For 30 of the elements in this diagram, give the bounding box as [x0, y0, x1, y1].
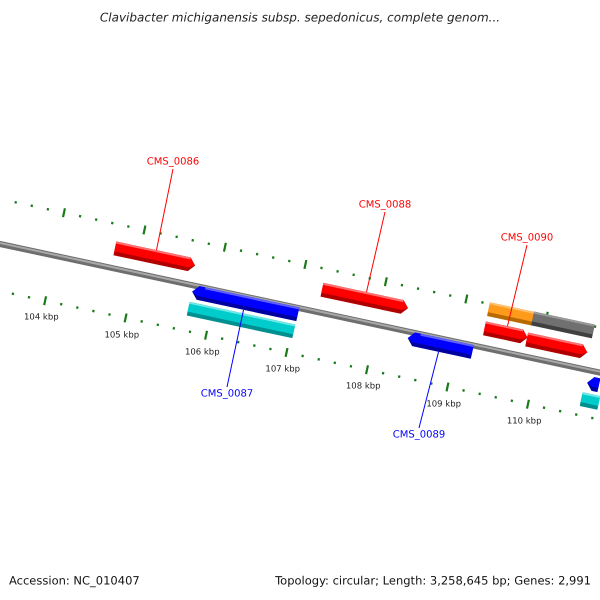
- gene-label: CMS_0086: [146, 156, 200, 168]
- tick-label: 108 kbp: [346, 382, 381, 392]
- gene-block: [587, 377, 600, 392]
- footer-text: Accession: NC_010407: [9, 574, 140, 588]
- tick-label: 106 kbp: [184, 348, 220, 358]
- leader-line: [418, 351, 440, 428]
- tick-label: 105 kbp: [104, 330, 140, 340]
- gene-label: CMS_0089: [392, 430, 446, 440]
- tick-label: 110 kbp: [506, 417, 542, 426]
- gene-label: CMS_0090: [500, 232, 554, 244]
- tick-label: 109 kbp: [426, 400, 461, 410]
- gene-bar: [580, 392, 600, 410]
- leader-line: [156, 168, 174, 251]
- gene-label: CMS_0087: [200, 388, 254, 400]
- gene-bar: [487, 302, 535, 326]
- leader-line: [226, 309, 244, 388]
- leader-line: [366, 212, 386, 293]
- gene-bar: [186, 302, 296, 338]
- title: Clavibacter michiganensis subsp. sepedonicus, complete genom...: [100, 11, 500, 25]
- gene-block: [483, 322, 528, 344]
- gene-block: [408, 332, 474, 359]
- gene-label: CMS_0088: [358, 200, 412, 210]
- tick-label: 107 kbp: [265, 365, 300, 375]
- gene-block: [320, 282, 408, 314]
- gene-block: [113, 242, 196, 272]
- footer-text: Topology: circular; Length: 3,258,645 bp; Genes: 2,991: [275, 574, 591, 588]
- gene-block: [525, 332, 588, 358]
- tick-label: 104 kbp: [24, 314, 59, 323]
- leader-line: [506, 244, 528, 327]
- gene-bar: [531, 312, 595, 338]
